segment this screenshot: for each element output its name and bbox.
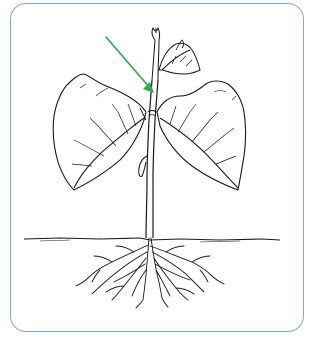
young-leaf [159, 40, 200, 74]
right-leaf [157, 81, 246, 190]
plant-stem [146, 40, 159, 238]
left-leaf [53, 74, 146, 190]
terminal-bud [152, 28, 160, 40]
soil-line [24, 238, 280, 242]
pointer-arrow [106, 37, 154, 93]
root-system [76, 238, 224, 308]
